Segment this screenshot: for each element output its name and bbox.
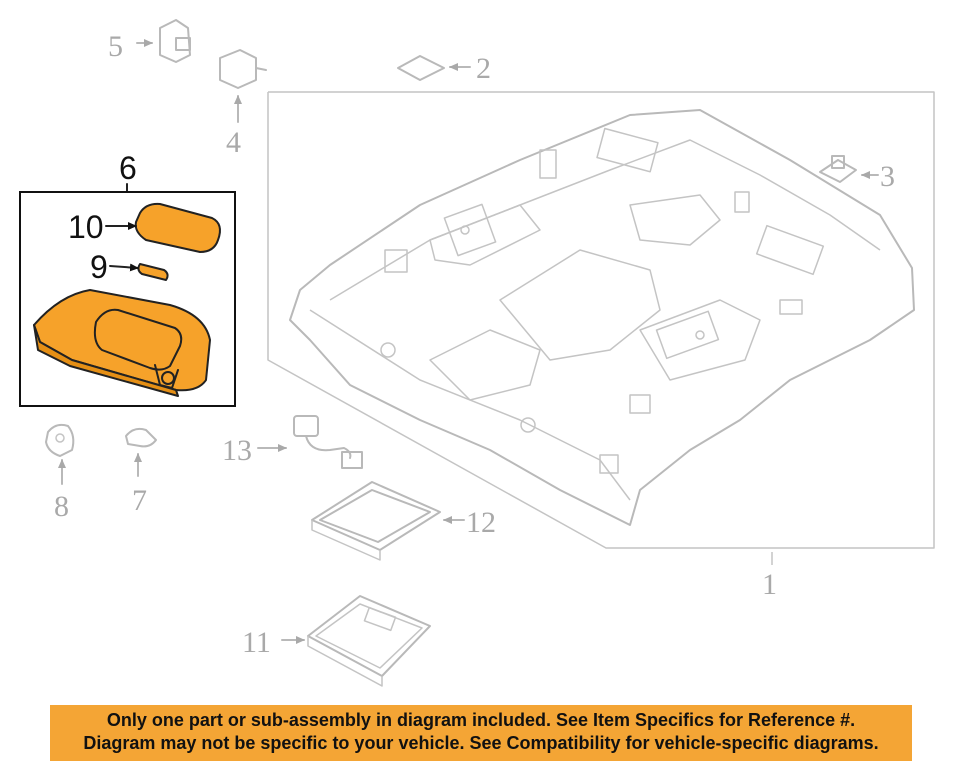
callout-1: 1 bbox=[762, 568, 777, 601]
visor-group-box bbox=[19, 191, 236, 407]
holder-part-8[interactable]: 8 bbox=[45, 423, 75, 523]
callout-13: 13 bbox=[222, 434, 252, 467]
callout-5: 5 bbox=[108, 30, 123, 63]
callout-11: 11 bbox=[242, 626, 271, 659]
bracket-part-5[interactable]: 5 bbox=[108, 19, 191, 63]
notice-banner: Only one part or sub-assembly in diagram… bbox=[50, 705, 912, 761]
callout-3: 3 bbox=[880, 160, 895, 193]
overhead-lamp-part[interactable]: 11 bbox=[242, 595, 431, 687]
callout-8: 8 bbox=[54, 490, 69, 523]
notice-line-2: Diagram may not be specific to your vehi… bbox=[83, 733, 879, 753]
callout-6: 6 bbox=[119, 150, 137, 186]
mirror-cover-part[interactable]: 10 bbox=[68, 202, 221, 253]
callout-9: 9 bbox=[90, 249, 108, 285]
sun-visor-assembly[interactable]: 6 10 9 bbox=[19, 150, 236, 407]
clip-part-7[interactable]: 7 bbox=[125, 427, 157, 517]
headliner-part[interactable]: 1 bbox=[267, 91, 935, 601]
lamp-bracket-part[interactable]: 12 bbox=[311, 481, 496, 561]
pad-part[interactable]: 2 bbox=[397, 52, 491, 85]
callout-12: 12 bbox=[466, 506, 496, 539]
visor-body bbox=[33, 289, 211, 397]
callout-2: 2 bbox=[476, 52, 491, 85]
callout-10: 10 bbox=[68, 209, 104, 245]
clip-part-3[interactable]: 3 bbox=[819, 155, 895, 193]
connector-part-4[interactable]: 4 bbox=[219, 49, 267, 159]
callout-4: 4 bbox=[226, 126, 241, 159]
pin-part[interactable]: 9 bbox=[90, 249, 169, 285]
notice-line-1: Only one part or sub-assembly in diagram… bbox=[106, 710, 856, 730]
wire-harness-part[interactable]: 13 bbox=[222, 415, 363, 469]
callout-7: 7 bbox=[132, 484, 147, 517]
